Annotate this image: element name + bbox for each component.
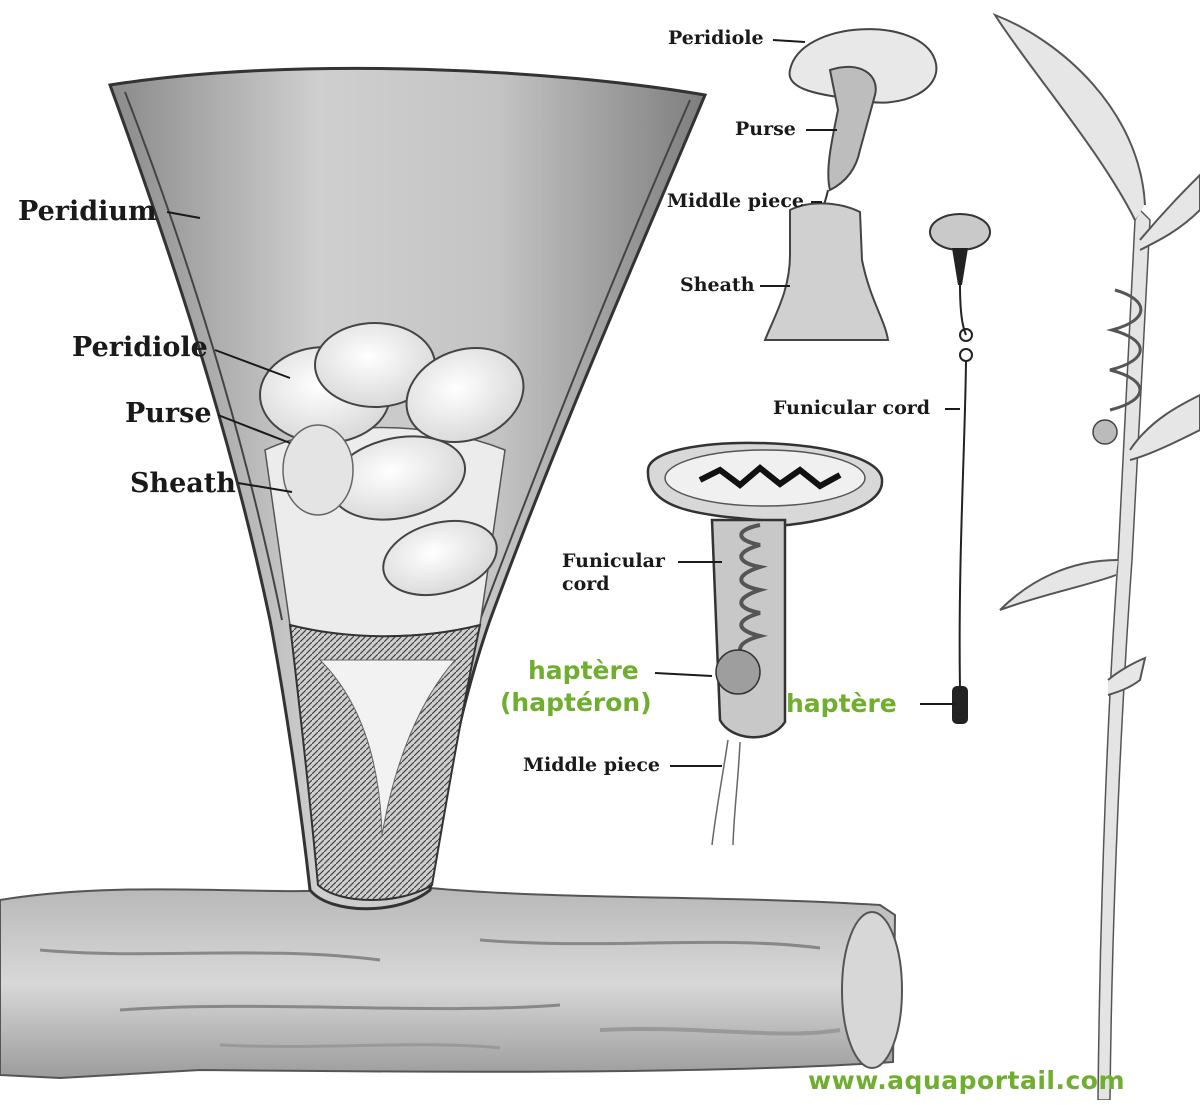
label-sheath-main: Sheath	[130, 468, 236, 499]
leader-purse-main	[217, 414, 291, 444]
annotation-haptere-section-line2: (haptéron)	[500, 688, 652, 717]
leader-haptere-section	[654, 672, 713, 677]
label-middle-piece-top: Middle piece	[667, 190, 804, 212]
annotation-haptere-right: haptère	[786, 689, 897, 718]
label-peridium: Peridium	[18, 196, 157, 227]
annotation-haptere-section-line1: haptère	[528, 656, 639, 685]
watermark-url: www.aquaportail.com	[808, 1066, 1126, 1095]
log	[0, 886, 903, 1080]
plant-stem	[992, 12, 1200, 1101]
extended-funicular-cord	[929, 213, 991, 724]
peridiole-detail-top	[763, 28, 938, 341]
label-sheath-top: Sheath	[680, 274, 755, 296]
label-purse-main: Purse	[125, 398, 212, 429]
leader-peridiole-top	[772, 39, 806, 43]
label-peridiole-main: Peridiole	[72, 332, 208, 363]
label-middle-piece-bottom: Middle piece	[523, 754, 660, 776]
leader-peridiole-main	[214, 349, 291, 379]
label-peridiole-top: Peridiole	[668, 27, 764, 49]
peridiole-cluster	[259, 322, 525, 596]
label-purse-top: Purse	[735, 118, 796, 140]
label-funicular-cord-right: Funicular cord	[773, 397, 931, 419]
label-funicular-cord-section: Funicular cord	[562, 550, 665, 595]
leader-sheath-main	[237, 482, 293, 493]
peridiole-section	[646, 441, 884, 846]
leader-lines	[166, 39, 960, 767]
leader-peridium	[166, 211, 201, 219]
